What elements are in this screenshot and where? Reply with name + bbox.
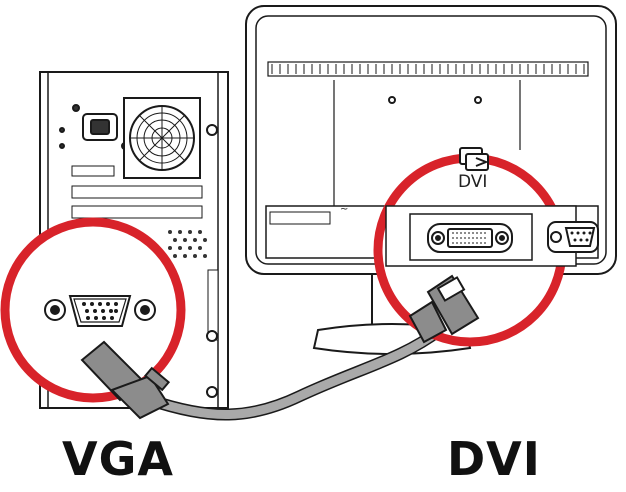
dvi-label: DVI — [447, 432, 541, 486]
dvi-port-icon — [427, 223, 513, 253]
dvi-callout — [373, 147, 577, 347]
tower-vent — [168, 230, 207, 258]
fan-icon — [123, 97, 201, 179]
vga-to-dvi-cable — [144, 324, 446, 421]
dvi-symbol-icon — [459, 147, 489, 171]
vga-port-icon — [44, 295, 156, 327]
vga-callout — [0, 217, 186, 420]
vga-label: VGA — [62, 432, 174, 486]
svg-text:~: ~ — [340, 204, 348, 215]
vga-plug — [80, 340, 171, 420]
monitor-vent — [271, 64, 585, 74]
monitor-dvi-port-label: DVI — [458, 172, 488, 192]
monitor-vga-port — [547, 221, 599, 253]
dvi-plug — [408, 274, 480, 344]
